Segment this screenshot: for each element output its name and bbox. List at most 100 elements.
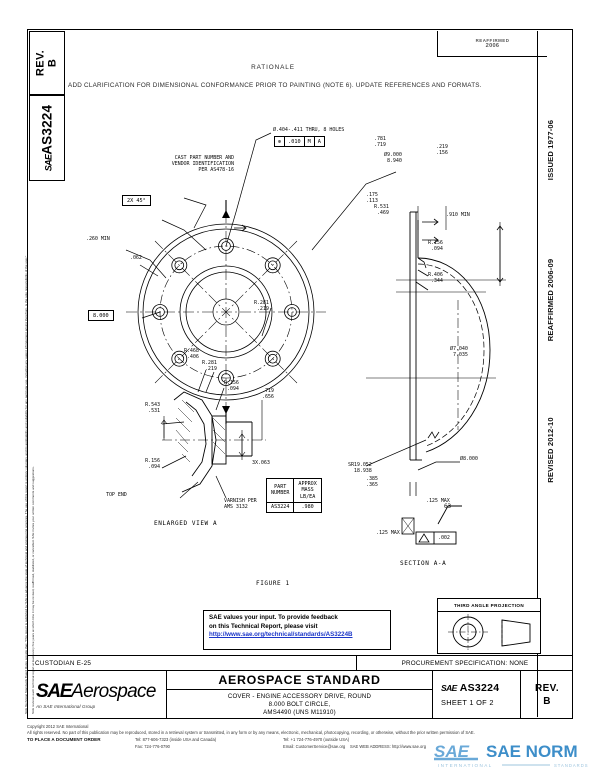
tel-international: Tel: +1 724-776-4970 (outside USA) xyxy=(283,737,350,743)
sae-norm-watermark: SAE SAE NORM INTERNATIONAL STANDARDS xyxy=(432,740,592,772)
title-block: CUSTODIAN E-25 PROCUREMENT SPECIFICATION… xyxy=(27,655,573,719)
fax-number: Fax: 724-776-0790 xyxy=(135,744,170,750)
email-address: Email: CustomerService@sae.org xyxy=(283,744,346,750)
email-and-web: Email: CustomerService@sae.org SAE WEB A… xyxy=(283,744,483,750)
title-block-desc-lines: COVER - ENGINE ACCESSORY DRIVE, ROUND 8.… xyxy=(167,693,432,718)
parts-cell-mass: .980 xyxy=(293,501,322,513)
sae-logo-mini: SAE xyxy=(43,154,54,172)
dim-spherical-radius: SR19.052 18.938 xyxy=(348,462,372,474)
enlarged-view-caption: ENLARGED VIEW A xyxy=(154,520,218,527)
dim-r156-b: R.156 .094 xyxy=(145,458,160,470)
title-block-revision-field: REV. B xyxy=(521,671,573,718)
revision-stamp-line2: 2006 xyxy=(485,43,500,49)
order-label: TO PLACE A DOCUMENT ORDER xyxy=(27,737,101,743)
sae-logo-text: SAE xyxy=(36,680,72,702)
revision-letter: B xyxy=(543,695,551,707)
logo-subtitle: An SAE International Group xyxy=(36,703,96,709)
note-cast-part: CAST PART NUMBER AND VENDOR IDENTIFICATI… xyxy=(171,155,234,173)
aerospace-logo-text: Aerospace xyxy=(71,680,156,702)
feedback-link[interactable]: http://www.sae.org/technical/standards/A… xyxy=(209,631,353,639)
sae-logo-small: SAE xyxy=(441,683,457,693)
parts-header-part-number: PART NUMBER xyxy=(265,478,295,503)
dim-thickness: .062 xyxy=(130,255,142,261)
copyright-footer: Copyright 2012 SAE International All rig… xyxy=(27,724,587,750)
section-caption: SECTION A-A xyxy=(400,560,447,567)
third-angle-projection-title: THIRD ANGLE PROJECTION xyxy=(438,599,540,612)
feedback-line1: SAE values your input. To provide feedba… xyxy=(209,614,338,621)
rationale-body: ADD CLARIFICATION FOR DIMENSIONAL CONFOR… xyxy=(68,82,482,89)
fcf-symbol: ⊕ xyxy=(278,138,282,145)
rev-tab-label: REV. B xyxy=(34,49,59,77)
standard-number-text: AS3224 xyxy=(39,104,55,155)
watermark-norm: SAE NORM xyxy=(486,742,578,761)
revision-word: REV. xyxy=(534,682,560,694)
date-revised: REVISED 2012-10 xyxy=(546,417,555,483)
dim-outer-diameter: Ø9.000 8.940 xyxy=(384,152,402,164)
feedback-box: SAE values your input. To provide feedba… xyxy=(203,610,391,650)
revision-stamp-line1: REAFFIRMED xyxy=(475,38,510,43)
parts-table-header-row: PART NUMBER APPROX MASS LB/EA xyxy=(265,478,322,503)
third-angle-projection-box: THIRD ANGLE PROJECTION xyxy=(437,598,541,654)
watermark-sub1: INTERNATIONAL xyxy=(438,763,493,768)
date-issued: ISSUED 1977-06 xyxy=(546,119,555,181)
dim-r543: R.543 .531 xyxy=(145,402,160,414)
rights-reserved-text: All rights reserved. No part of this pub… xyxy=(27,730,475,736)
revision-stamp: REAFFIRMED 2006 xyxy=(437,31,547,57)
feedback-line2: on this Technical Report, please visit xyxy=(209,622,318,630)
number-line: SAE AS3224 xyxy=(441,682,520,694)
dim-wall-min: .260 MIN xyxy=(86,236,110,242)
dim-3x063: 3X.063 xyxy=(252,460,270,466)
engineering-drawing: Ø.404-.411 THRU, 8 HOLES ⊕ .010 M A CAST… xyxy=(66,100,536,600)
fcf-tolerance: .010 xyxy=(284,137,304,146)
dim-175: .175 .113 xyxy=(366,192,378,204)
dim-r156-section: R.156 .094 xyxy=(428,240,443,252)
third-angle-projection-symbol xyxy=(448,614,531,650)
dim-r406: R.406 .344 xyxy=(428,272,443,284)
custodian-field: CUSTODIAN E-25 xyxy=(27,656,357,670)
dim-bolt-circle: 8.000 xyxy=(88,310,114,321)
procurement-spec-field: PROCUREMENT SPECIFICATION: NONE xyxy=(401,659,529,667)
tel-usa: Tel: 877-606-7323 (inside USA and Canada… xyxy=(135,737,217,743)
fcf-datum: A xyxy=(313,137,324,146)
dim-385: .385 .365 xyxy=(366,476,378,488)
standard-number-tab: SAEAS3224 xyxy=(29,95,65,181)
table-row: AS3224 .980 xyxy=(265,501,322,513)
dim-r281-front: R.281 .219 xyxy=(254,300,269,312)
aerospace-standard-heading: AEROSPACE STANDARD xyxy=(167,673,432,690)
title-block-description: AEROSPACE STANDARD COVER - ENGINE ACCESS… xyxy=(167,671,433,718)
date-reaffirmed: REAFFIRMED 2006-09 xyxy=(546,258,555,342)
sheet-number: SHEET 1 OF 2 xyxy=(441,698,494,707)
desc-line-3: AMS4490 (UNS M11910) xyxy=(263,709,336,717)
rev-tab-word: REV. xyxy=(34,49,47,77)
web-address: http://www.sae.org xyxy=(391,744,427,750)
fcf-modifier: M xyxy=(303,137,314,146)
order-contact-row-1: TO PLACE A DOCUMENT ORDER Tel: 877-606-7… xyxy=(27,737,587,743)
parts-cell-number: AS3224 xyxy=(265,501,295,513)
watermark-sub2: STANDARDS xyxy=(554,763,589,768)
dim-781: .781 .719 xyxy=(374,136,386,148)
note-hole-callout: Ø.404-.411 THRU, 8 HOLES xyxy=(273,127,345,133)
desc-line-1: COVER - ENGINE ACCESSORY DRIVE, ROUND xyxy=(227,692,372,700)
dim-surface-finish: 63 xyxy=(444,503,452,510)
title-block-row-top: CUSTODIAN E-25 PROCUREMENT SPECIFICATION… xyxy=(27,655,573,671)
order-contact-row-2: Fax: 724-776-0790 Email: CustomerService… xyxy=(27,744,587,750)
dim-inner-diameter: Ø7.040 7.035 xyxy=(450,346,468,358)
figure-caption: FIGURE 1 xyxy=(256,580,290,587)
desc-line-2: 8.000 BOLT CIRCLE, xyxy=(268,700,331,708)
dates-strip: ISSUED 1977-06 REAFFIRMED 2006-09 REVISE… xyxy=(537,31,573,717)
rationale-title: RATIONALE xyxy=(251,64,295,71)
dim-910-min: .910 MIN xyxy=(446,212,470,218)
drawing-geometry xyxy=(125,132,506,545)
dim-r531: R.531 .469 xyxy=(374,204,389,216)
rev-tab: REV. B xyxy=(29,31,65,95)
parts-table: PART NUMBER APPROX MASS LB/EA AS3224 .98… xyxy=(265,478,322,513)
copyright-line: Copyright 2012 SAE International xyxy=(27,724,89,729)
dim-r468: R.468 .406 xyxy=(184,348,199,360)
note-chamfer: 2X 45° xyxy=(122,195,151,206)
dim-125-ext: .125 MAX xyxy=(376,530,400,536)
dim-r156-c: VARNISH PER AMS 3132 xyxy=(224,498,257,510)
